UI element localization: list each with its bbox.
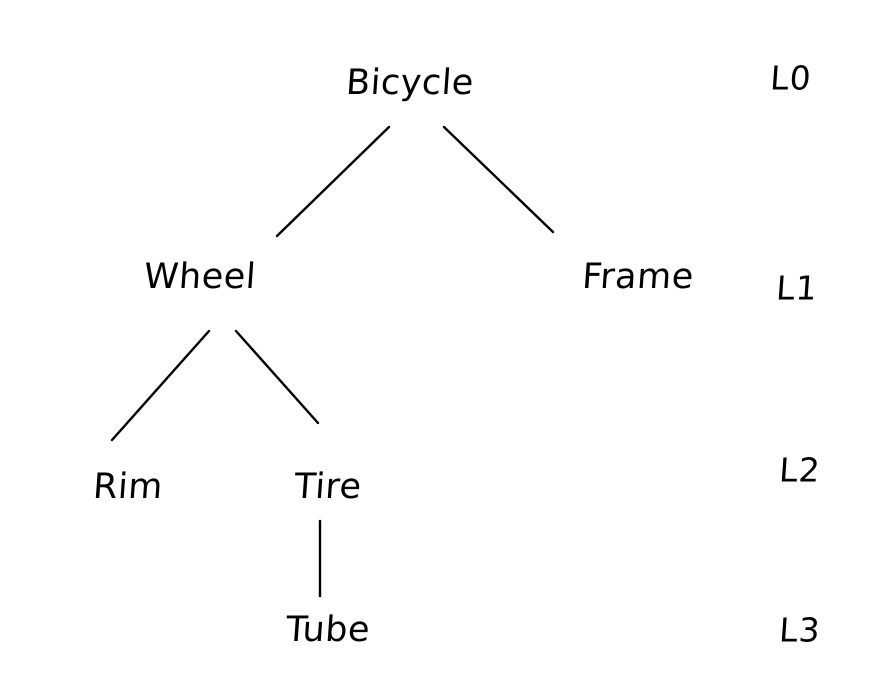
node-wheel[interactable]: Wheel — [142, 257, 258, 297]
edge-bicycle-frame — [442, 125, 555, 234]
level-label-l3: L3 — [777, 610, 823, 650]
node-tube[interactable]: Tube — [284, 610, 372, 650]
edge-wheel-tire — [234, 329, 320, 425]
level-label-l0: L0 — [768, 58, 814, 98]
edge-bicycle-wheel — [275, 125, 391, 238]
level-label-l2: L2 — [777, 450, 823, 490]
edge-wheel-rim — [110, 329, 211, 442]
node-rim[interactable]: Rim — [91, 467, 165, 507]
node-bicycle[interactable]: Bicycle — [344, 63, 476, 103]
node-frame[interactable]: Frame — [580, 257, 696, 297]
node-tire[interactable]: Tire — [293, 467, 363, 507]
level-label-l1: L1 — [774, 268, 820, 308]
